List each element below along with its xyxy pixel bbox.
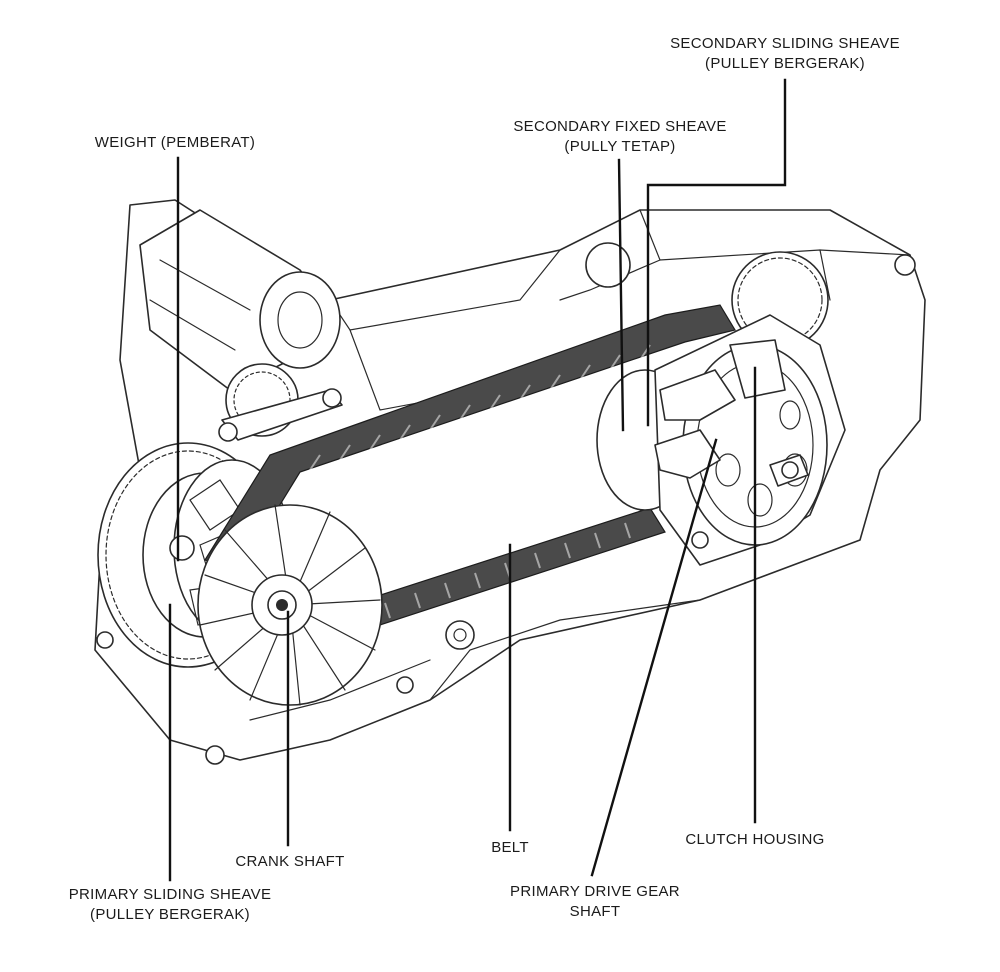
- label-primary-drive-gear-shaft: PRIMARY DRIVE GEAR SHAFT: [510, 883, 680, 920]
- leader-primary-drive: [590, 438, 718, 877]
- leader-lines: [168, 78, 787, 882]
- cooling-fan: [197, 504, 383, 706]
- label-clutch-housing: CLUTCH HOUSING: [685, 831, 825, 848]
- starter-motor: [139, 209, 341, 391]
- mount-bosses: [96, 254, 916, 765]
- idler-gear: [218, 363, 343, 442]
- leader-secondary-sliding: [646, 78, 787, 427]
- leader-secondary-fixed: [617, 158, 625, 432]
- label-secondary-sliding-sheave: SECONDARY SLIDING SHEAVE (PULLEY BERGERA…: [670, 35, 900, 72]
- label-primary-sliding-sheave: PRIMARY SLIDING SHEAVE (PULLEY BERGERAK): [68, 886, 272, 923]
- label-secondary-fixed-sheave: SECONDARY FIXED SHEAVE (PULLY TETAP): [513, 118, 727, 155]
- label-crank-shaft: CRANK SHAFT: [235, 853, 345, 870]
- label-weight: WEIGHT (PEMBERAT): [94, 134, 256, 151]
- secondary-pulley: [596, 314, 846, 566]
- label-belt: BELT: [491, 839, 529, 856]
